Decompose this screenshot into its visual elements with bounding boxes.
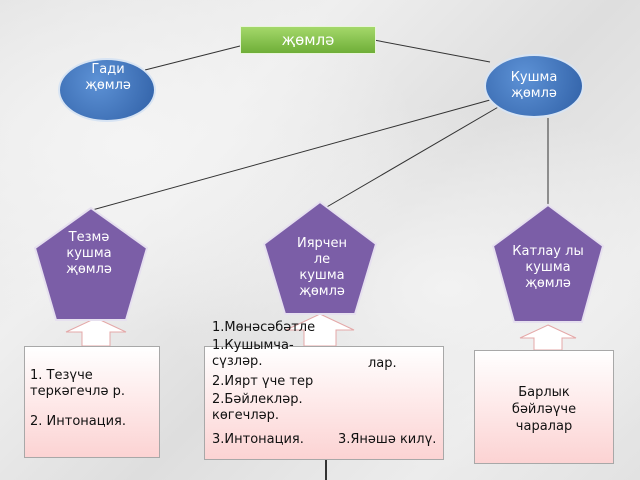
simple-sentence-circle — [58, 58, 156, 122]
line-compound-coordinate — [84, 99, 491, 213]
complex-means-box — [474, 350, 614, 464]
subordinate-label: Иярчен ле кушма җөмлә — [297, 236, 347, 299]
arrow-coordinate — [65, 317, 127, 347]
coordinate-means-box — [24, 346, 160, 458]
line-compound-subordinate — [324, 105, 501, 209]
pentagon-subordinate — [262, 200, 378, 315]
compound-sentence-label: Кушма җөмлә — [510, 70, 558, 101]
arrow-complex — [519, 324, 577, 351]
subordinate-item-3: лар. — [368, 356, 397, 371]
compound-sentence-circle — [484, 54, 584, 118]
subordinate-item-4: 2.Иярт үче тер — [212, 374, 314, 389]
root-node: җөмлә — [240, 26, 376, 54]
subordinate-item-6: 3.Интонация. — [212, 432, 304, 447]
subordinate-item-2: 1.Кушымча-сүзләр. — [212, 338, 294, 369]
subordinate-item-1: 1.Мөнәсәбәтле — [212, 320, 316, 335]
simple-sentence-label: Гади җөмлә — [85, 62, 131, 93]
coordinate-label: Тезмә кушма җөмлә — [66, 230, 112, 277]
complex-label: Катлау лы кушма җөмлә — [512, 244, 584, 291]
subordinate-means-box — [204, 346, 444, 460]
line-root-simple — [144, 45, 241, 71]
subordinate-item-7: 3.Янәшә килү. — [338, 432, 437, 447]
subordinate-item-5: 2.Бәйлекләр. көгечләр. — [212, 392, 303, 423]
complex-means-text: Барлык бәйләүче чаралар — [511, 385, 577, 434]
pentagon-complex — [491, 203, 605, 323]
coordinate-item-2: 2. Интонация. — [30, 414, 127, 429]
coordinate-item-1: 1. Тезүче теркәгечлә р. — [30, 368, 126, 399]
line-root-compound — [373, 39, 491, 63]
pentagon-coordinate — [33, 206, 149, 321]
